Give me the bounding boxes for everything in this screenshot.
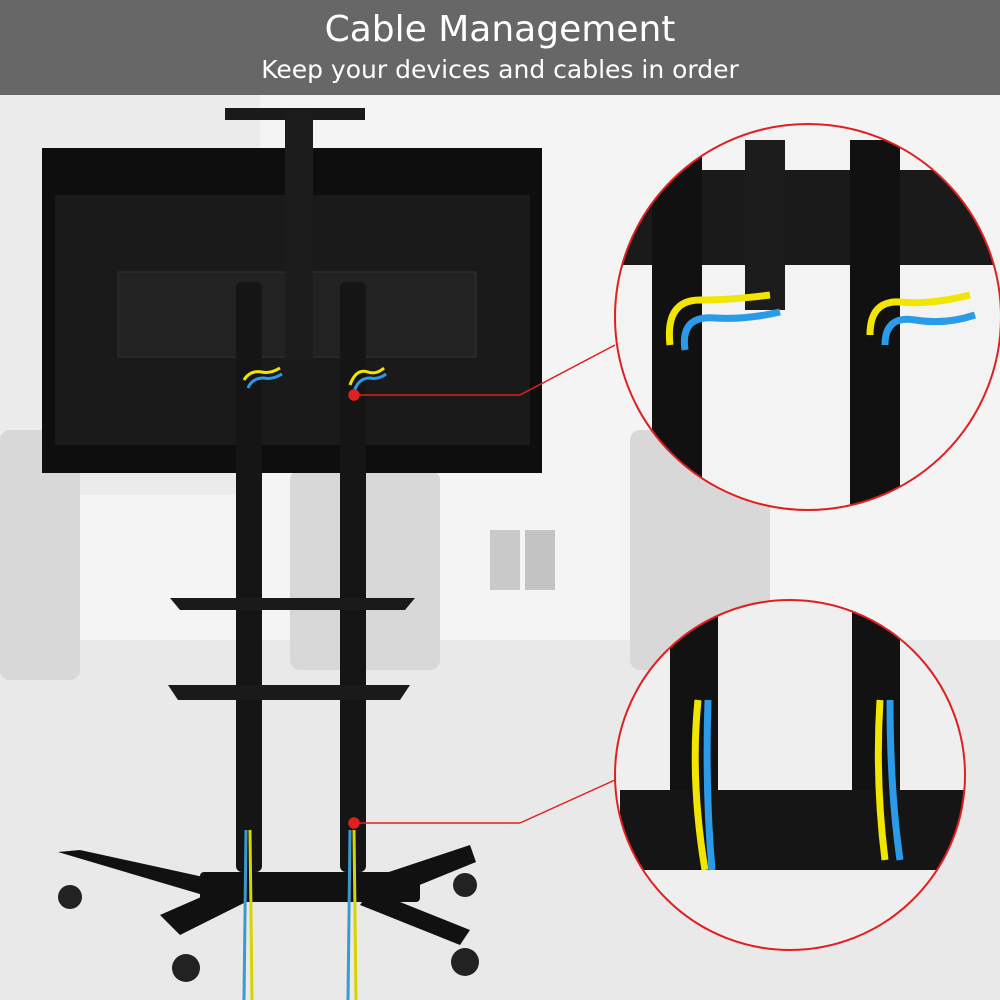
closeup-base-cable-exit bbox=[615, 600, 965, 950]
callout-markers bbox=[348, 344, 616, 829]
vase bbox=[490, 530, 520, 590]
lower-shelf bbox=[168, 685, 410, 700]
cables-main bbox=[242, 366, 387, 1000]
closeup-border bbox=[614, 123, 1000, 511]
banner-subtitle: Keep your devices and cables in order bbox=[261, 55, 739, 84]
closeup-border bbox=[614, 599, 966, 951]
header-banner: Cable Management Keep your devices and c… bbox=[0, 0, 1000, 95]
stand-poles bbox=[236, 282, 366, 872]
camera-mount-bar bbox=[285, 110, 313, 360]
stand-base bbox=[58, 845, 476, 945]
vase bbox=[525, 530, 555, 590]
upper-shelf bbox=[170, 598, 415, 610]
closeup-top-cable-entry bbox=[615, 124, 1000, 510]
banner-title: Cable Management bbox=[324, 9, 676, 50]
caster-wheels bbox=[58, 873, 479, 982]
